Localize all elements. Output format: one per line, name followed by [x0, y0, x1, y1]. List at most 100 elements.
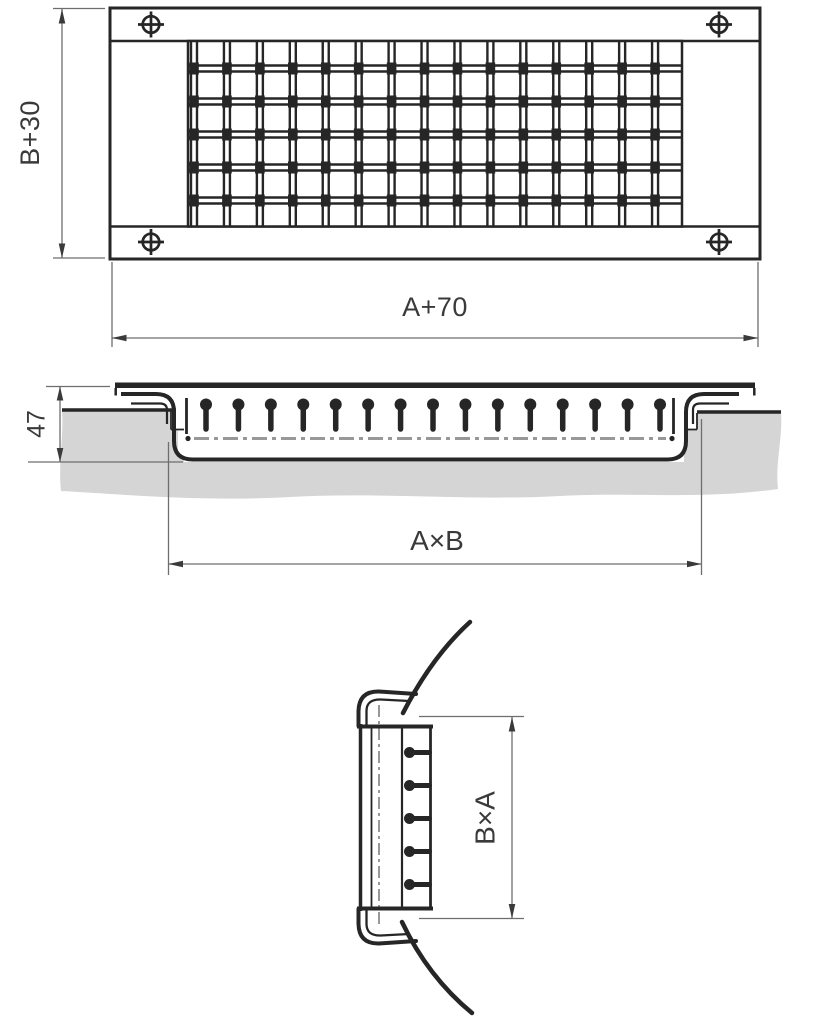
- crossbar-tab: [288, 128, 298, 141]
- dimension-front-width: A+70: [111, 262, 759, 347]
- crossbar-tab: [452, 128, 463, 141]
- crossbar-tab: [189, 161, 199, 174]
- frame-inner-walls: [185, 398, 675, 434]
- dimension-label-front-height: B+30: [15, 100, 45, 166]
- grille-blade-grid: [188, 41, 682, 227]
- dimension-section-depth: 47: [23, 385, 183, 463]
- crossbar-tab: [255, 194, 265, 207]
- crossbar-tab: [320, 128, 331, 141]
- arrow-left-icon: [168, 560, 183, 568]
- crossbar-tab: [584, 62, 594, 75]
- crossbar-tab: [222, 62, 232, 75]
- section-view: [60, 382, 782, 499]
- crossbar-tab: [650, 161, 660, 174]
- crossbar-tab: [386, 128, 397, 141]
- crossbar-tab: [584, 128, 594, 141]
- crossbar-tab: [518, 194, 529, 207]
- crossbar-tab: [189, 95, 199, 108]
- side-body-edges: [357, 724, 433, 911]
- front-view: [108, 6, 762, 261]
- crossbar-tab: [485, 128, 496, 141]
- crossbar-tab: [419, 194, 430, 207]
- duct-interior: [178, 389, 682, 457]
- crossbar-tab: [518, 95, 529, 108]
- crossbar-tab: [353, 62, 364, 75]
- crossbar-tab: [353, 194, 364, 207]
- screw-icons: [138, 11, 732, 255]
- blade-pins-section: [200, 398, 666, 432]
- crossbar-tab: [518, 161, 529, 174]
- crossbar-tab: [650, 62, 660, 75]
- crossbar-tab: [551, 95, 562, 108]
- crossbar-tab: [222, 194, 232, 207]
- arrow-down-icon: [58, 243, 66, 258]
- screw-icon: [706, 229, 732, 255]
- crossbar-tab: [551, 161, 562, 174]
- mount-hook-top-inner: [365, 698, 410, 725]
- arrow-up-icon: [58, 9, 66, 24]
- mount-hook-bottom-inner: [365, 910, 410, 937]
- dimension-label-section-depth: 47: [23, 410, 51, 438]
- crossbar-tab: [452, 95, 463, 108]
- crossbar-tab: [386, 95, 397, 108]
- crossbar-tab: [320, 62, 331, 75]
- crossbar-tab: [485, 161, 496, 174]
- crossbar-tab: [419, 95, 430, 108]
- crossbar-tab: [222, 95, 232, 108]
- crossbar-tab: [584, 194, 594, 207]
- dimension-section-width: A×B: [167, 419, 703, 575]
- crossbar-tab: [551, 62, 562, 75]
- crossbar-tab: [452, 62, 463, 75]
- duct-break-curve-bottom: [399, 919, 475, 1016]
- crossbar-tab: [189, 128, 199, 141]
- wall-surface-edges: [62, 408, 781, 414]
- dimension-label-section-width: A×B: [410, 525, 464, 556]
- crossbar-tab: [650, 128, 660, 141]
- crossbar-tab: [288, 62, 298, 75]
- crossbar-tab: [353, 128, 364, 141]
- arrow-right-icon: [743, 334, 758, 342]
- crossbar-tab: [255, 128, 265, 141]
- crossbar-tab: [288, 95, 298, 108]
- crossbar-tab: [386, 194, 397, 207]
- crossbar-tab: [617, 194, 627, 207]
- crossbar-tab: [617, 95, 627, 108]
- crossbar-tab: [518, 128, 529, 141]
- mount-hook-top: [356, 689, 418, 728]
- wall-cutaway: [60, 410, 782, 499]
- frame-profile: [121, 392, 739, 462]
- dimension-side-height: B×A: [419, 715, 524, 920]
- pivot-dot-left: [185, 435, 191, 442]
- crossbar-tab: [584, 95, 594, 108]
- crossbar-tab: [320, 95, 331, 108]
- mount-hook-bottom: [356, 907, 418, 946]
- crossbar-tab: [288, 194, 298, 207]
- crossbar-tab: [551, 194, 562, 207]
- arrow-up-icon: [56, 386, 64, 401]
- crossbar-tab: [222, 161, 232, 174]
- crossbar-tab: [617, 161, 627, 174]
- crossbar-tab: [650, 194, 660, 207]
- crossbar-tab: [288, 161, 298, 174]
- crossbar-tab: [650, 95, 660, 108]
- pivot-dot-right: [669, 435, 675, 442]
- crossbar-tab: [222, 128, 232, 141]
- crossbar-tab: [584, 161, 594, 174]
- crossbar-tab: [320, 161, 331, 174]
- frame-inner-clips: [131, 402, 729, 424]
- arrow-down-icon: [508, 904, 516, 919]
- crossbar-tab: [452, 161, 463, 174]
- crossbar-tab: [386, 62, 397, 75]
- side-view: [356, 619, 475, 1016]
- crossbar-tab: [419, 128, 430, 141]
- screw-icon: [138, 11, 164, 38]
- crossbar-tab: [518, 62, 529, 75]
- crossbar-tab: [353, 95, 364, 108]
- dimension-front-height: B+30: [15, 7, 105, 259]
- crossbar-tab: [189, 62, 199, 75]
- arrow-up-icon: [508, 717, 516, 732]
- crossbar-tab: [189, 194, 199, 207]
- face-plate-end-caps: [114, 388, 756, 396]
- screw-icon: [138, 229, 164, 255]
- crossbar-tab: [419, 62, 430, 75]
